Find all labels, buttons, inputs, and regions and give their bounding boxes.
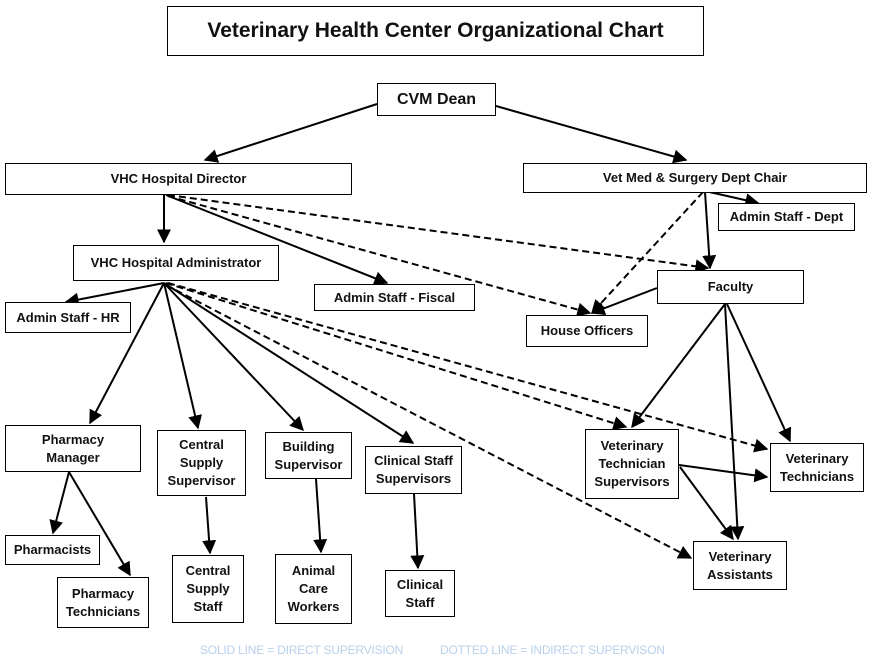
connector-pharmacy-manager-to-pharmacy-technicians-direct bbox=[68, 471, 131, 577]
node-vhc-hospital-director[interactable]: VHC Hospital Director bbox=[5, 163, 352, 195]
connector-administrator-to-building-supervisor-direct bbox=[163, 282, 304, 432]
connector-administrator-to-vet-tech-supervisors-indirect bbox=[165, 282, 628, 430]
node-vet-med-surgery-dept-chair[interactable]: Vet Med & Surgery Dept Chair bbox=[523, 163, 867, 193]
connector-faculty-to-vet-technicians-direct bbox=[726, 303, 792, 443]
connector-vet-tech-supervisors-to-vet-assistants-direct bbox=[679, 466, 734, 541]
node-veterinary-assistants[interactable]: Veterinary Assistants bbox=[693, 541, 787, 590]
chair-label: Vet Med & Surgery Dept Chair bbox=[602, 170, 788, 185]
node-admin-staff-hr[interactable]: Admin Staff - HR bbox=[5, 302, 131, 333]
connector-faculty-to-vet-assistants-direct bbox=[724, 303, 745, 541]
legend-dotted-line: DOTTED LINE = INDIRECT SUPERVISON bbox=[440, 643, 665, 657]
connector-chair-to-admin-dept-direct bbox=[704, 190, 760, 208]
connector-central-supply-supervisor-to-central-supply-staff-direct bbox=[202, 496, 217, 555]
node-central-supply-supervisor[interactable]: Central Supply Supervisor bbox=[157, 430, 246, 496]
connector-vet-tech-supervisors-to-vet-technicians-direct bbox=[678, 464, 769, 483]
connector-chair-to-faculty-direct bbox=[702, 191, 717, 270]
connector-administrator-to-clinical-staff-supervisors-direct bbox=[163, 282, 415, 444]
connector-faculty-to-vet-tech-supervisors-direct bbox=[631, 303, 726, 429]
node-cvm-dean[interactable]: CVM Dean bbox=[377, 83, 496, 116]
connector-director-to-house-officers-indirect bbox=[167, 195, 592, 317]
node-admin-staff-fiscal[interactable]: Admin Staff - Fiscal bbox=[314, 284, 475, 311]
connector-chair-to-house-officers-indirect bbox=[591, 191, 704, 315]
connector-director-to-admin-fiscal-direct bbox=[165, 194, 389, 285]
node-veterinary-technicians[interactable]: Veterinary Technicians bbox=[770, 443, 864, 492]
node-admin-staff-dept[interactable]: Admin Staff - Dept bbox=[718, 203, 855, 231]
connector-administrator-to-admin-hr-direct bbox=[64, 282, 165, 307]
connector-dean-to-director-direct bbox=[203, 103, 378, 163]
node-house-officers[interactable]: House Officers bbox=[526, 315, 648, 347]
node-building-supervisor[interactable]: Building Supervisor bbox=[265, 432, 352, 479]
connector-administrator-to-central-supply-supervisor-direct bbox=[163, 282, 202, 430]
connector-faculty-to-house-officers-direct bbox=[590, 287, 658, 316]
connector-administrator-to-vet-technicians-indirect bbox=[167, 282, 769, 453]
connector-building-supervisor-to-animal-care-workers-direct bbox=[313, 478, 328, 554]
node-pharmacy-manager[interactable]: Pharmacy Manager bbox=[5, 425, 141, 472]
node-animal-care-workers[interactable]: Animal Care Workers bbox=[275, 554, 352, 624]
connector-pharmacy-manager-to-pharmacists-direct bbox=[49, 471, 70, 535]
node-central-supply-staff[interactable]: Central Supply Staff bbox=[172, 555, 244, 623]
node-vhc-hospital-administrator[interactable]: VHC Hospital Administrator bbox=[73, 245, 279, 281]
node-clinical-staff[interactable]: Clinical Staff bbox=[385, 570, 455, 617]
legend-solid-line: SOLID LINE = DIRECT SUPERVISION bbox=[200, 643, 404, 657]
connector-administrator-to-pharmacy-manager-direct bbox=[89, 282, 165, 425]
node-faculty[interactable]: Faculty bbox=[657, 270, 804, 304]
node-pharmacy-technicians[interactable]: Pharmacy Technicians bbox=[57, 577, 149, 628]
connector-clinical-staff-supervisors-to-clinical-staff-direct bbox=[410, 493, 425, 570]
connector-director-to-faculty-indirect bbox=[167, 194, 710, 274]
node-veterinary-technician-supervisors[interactable]: Veterinary Technician Supervisors bbox=[585, 429, 679, 499]
node-clinical-staff-supervisors[interactable]: Clinical Staff Supervisors bbox=[365, 446, 462, 494]
connector-dean-to-chair-direct bbox=[495, 105, 688, 164]
node-pharmacists[interactable]: Pharmacists bbox=[5, 535, 100, 565]
chart-title: Veterinary Health Center Organizational … bbox=[167, 6, 704, 56]
